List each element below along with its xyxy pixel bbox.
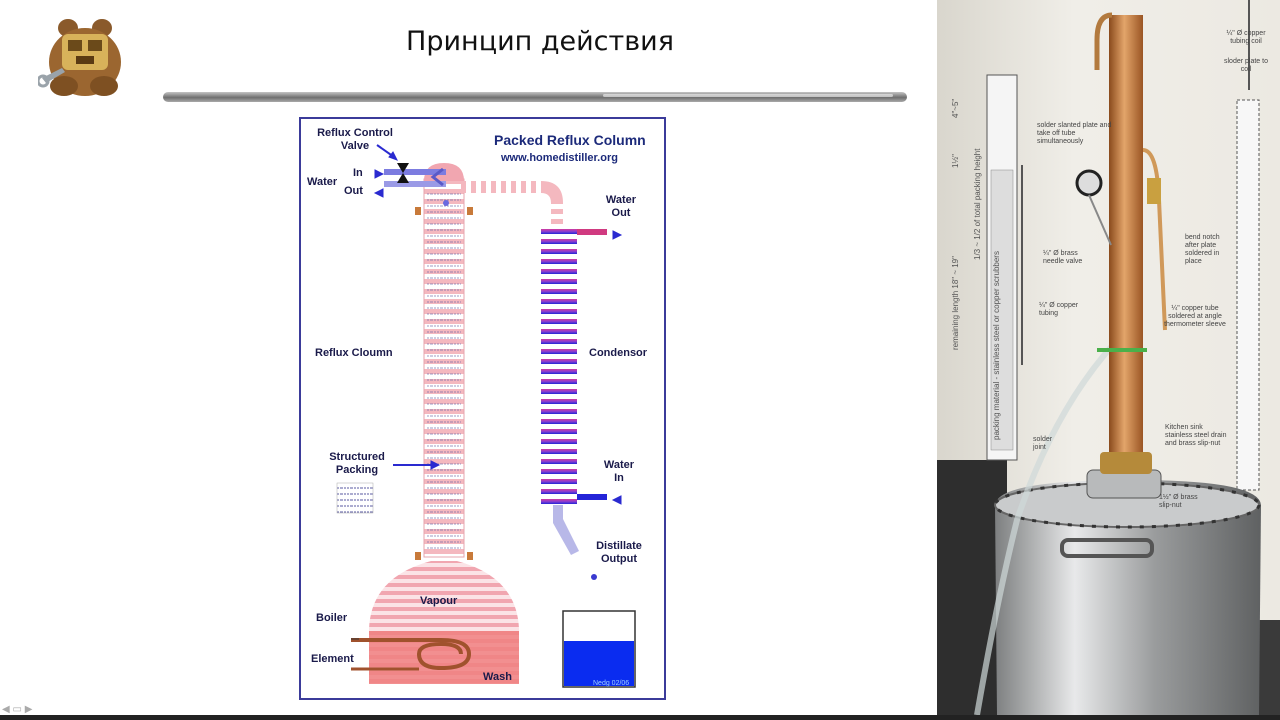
annot-copper-tubing: ¼" Ø copper tubing (1039, 302, 1079, 317)
label-water-out: Water Out (605, 194, 637, 219)
annot-remaining-length: remaining length 18" ~ 19" (951, 256, 960, 350)
copper-column (1109, 15, 1143, 460)
label-reflux-column: Reflux Cloumn (315, 347, 393, 359)
slide-title: Принцип действия (406, 26, 674, 57)
annot-dim-4-5: 4"~5" (951, 98, 960, 118)
label-vapour: Vapour (420, 595, 458, 607)
label-water: Water (307, 176, 338, 188)
annot-copper-coil: ¼" Ø copper tubing coil (1226, 30, 1266, 45)
label-element: Element (311, 653, 354, 665)
title-divider (163, 92, 907, 102)
annot-thermometer: ¼" copper tube soldered at angle thermom… (1164, 305, 1226, 328)
heating-element (351, 638, 472, 671)
annot-brass-slipnut: 1½" Ø brass slip-nut (1159, 494, 1198, 509)
still-photo: ¼" Ø copper tubing coil sloder plate to … (937, 0, 1280, 715)
annot-sink-drain: Kitchen sink stainless steel drain and b… (1165, 424, 1227, 447)
annot-solder-plate: sloder plate to coil (1224, 58, 1268, 73)
annot-dim-1-5: 1½" (951, 154, 960, 168)
label-distillate-output: Distillate Output (596, 540, 642, 565)
bottom-bar (0, 715, 1280, 720)
label-water-in: Water In (603, 459, 635, 484)
annot-bend-notch: bend notch after plate soldered in place (1185, 234, 1220, 265)
annot-needle-valve: ¼" Ø brass needle valve (1043, 250, 1083, 265)
photo-drawing (937, 0, 1280, 715)
label-in: In (353, 167, 363, 179)
label-condensor: Condensor (589, 347, 648, 359)
diagram-drawing (336, 144, 636, 688)
slide-nav-controls[interactable]: ◀ ▭ ▶ (2, 704, 33, 715)
label-boiler: Boiler (316, 612, 348, 624)
label-credit: Nedg 02/06 (593, 680, 630, 687)
bear-mascot-icon (38, 19, 121, 96)
annot-solder-slanted: solder slanted plate and take off tube s… (1037, 122, 1112, 145)
label-out: Out (344, 185, 363, 197)
annot-solder-joint: solder joint (1033, 436, 1053, 451)
stock-pot (995, 480, 1261, 715)
label-structured-packing: Structured Packing (329, 451, 385, 476)
annot-packing-height: 1/3 ~ 1/2 of total packing height (973, 148, 982, 260)
annot-packing-material: packing material - stainless steel or co… (992, 251, 1001, 440)
presentation-slide: Принцип действия (38, 19, 907, 700)
reflux-column-diagram: Packed Reflux Column www.homedistiller.o… (299, 117, 666, 700)
condenser (541, 227, 577, 505)
label-wash: Wash (483, 671, 512, 683)
label-reflux-control-valve: Reflux Control Valve (317, 127, 393, 152)
diagram-title: Packed Reflux Column (494, 132, 646, 148)
diagram-url: www.homedistiller.org (501, 152, 618, 164)
